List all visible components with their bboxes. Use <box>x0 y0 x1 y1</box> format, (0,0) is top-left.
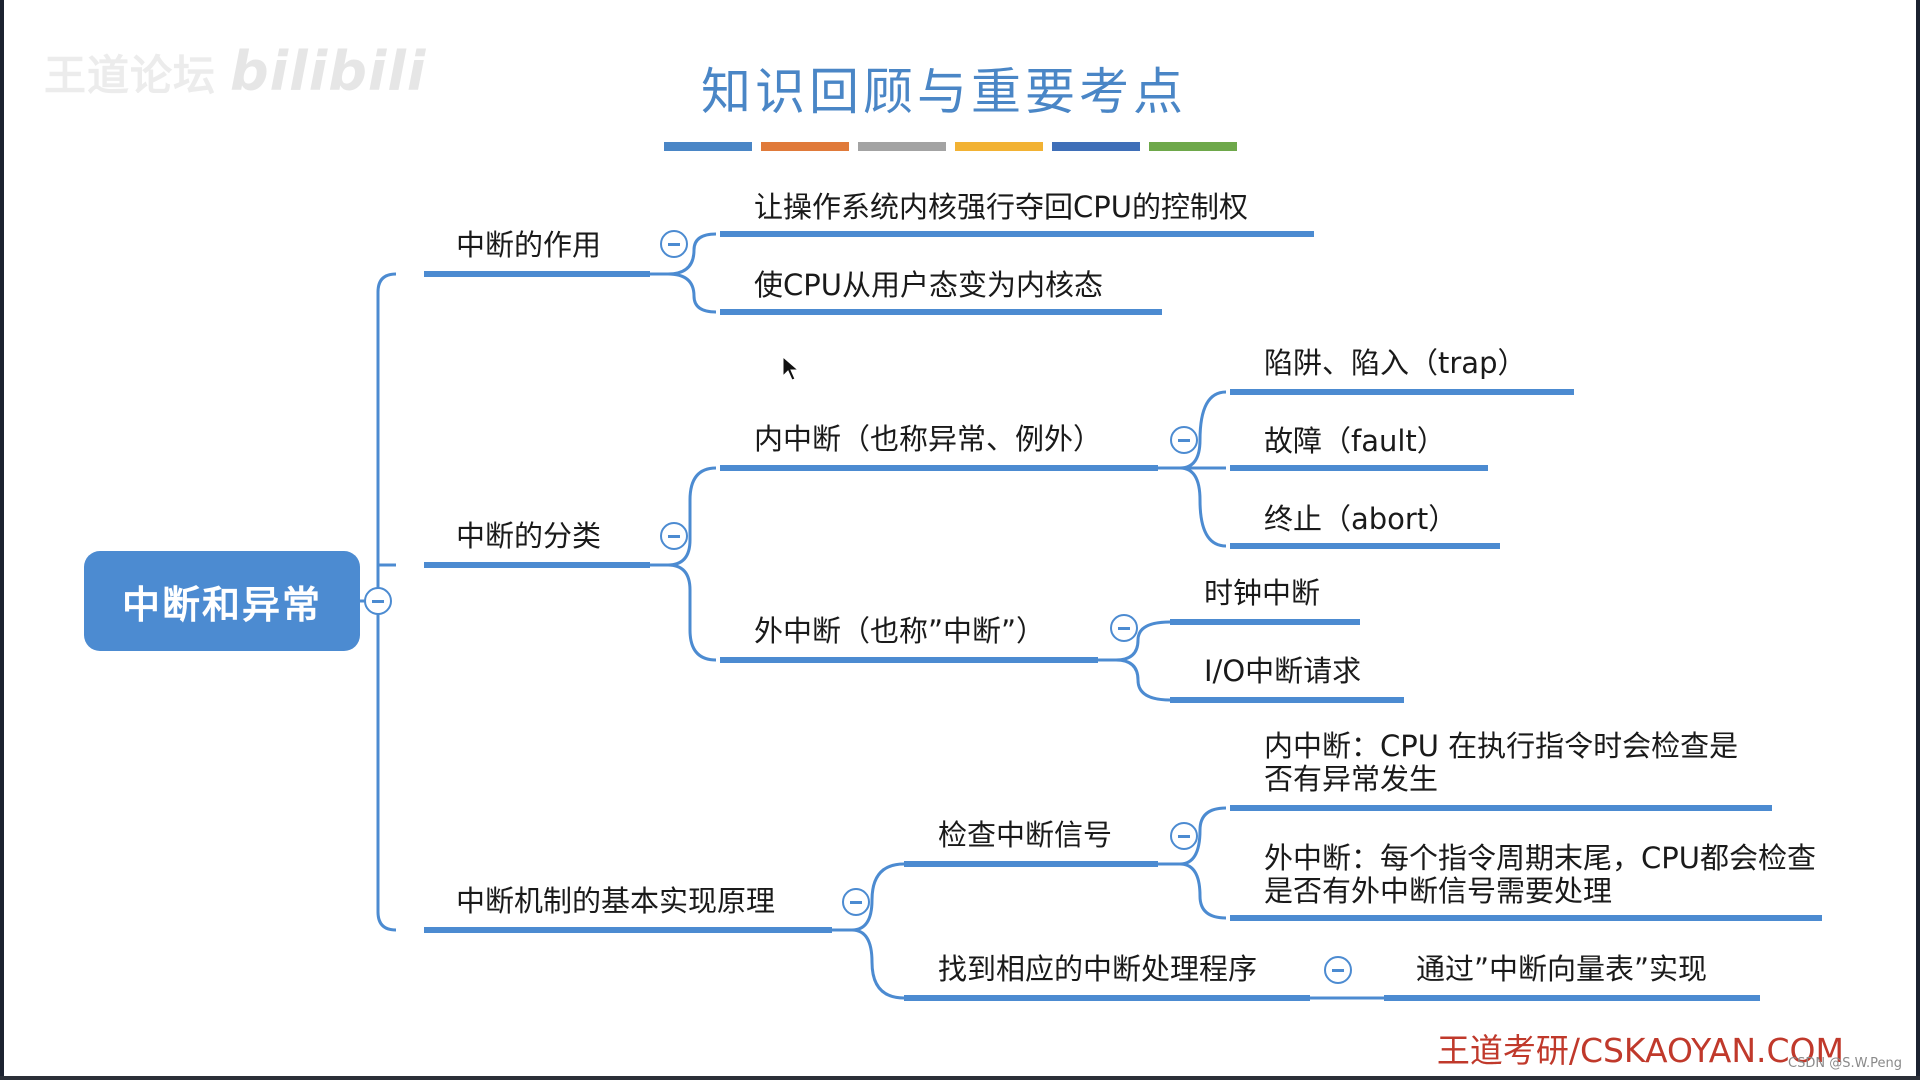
collapse-classification-button[interactable] <box>660 522 688 550</box>
node-check-internal[interactable]: 内中断：CPU 在执行指令时会检查是否有异常发生 <box>1264 729 1739 796</box>
node-trap[interactable]: 陷阱、陷入（trap） <box>1264 346 1527 380</box>
root-node[interactable]: 中断和异常 <box>84 551 360 651</box>
node-func-1[interactable]: 让操作系统内核强行夺回CPU的控制权 <box>754 190 1248 224</box>
node-functions[interactable]: 中断的作用 <box>456 228 602 262</box>
watermark-text: 王道论坛 <box>44 51 217 100</box>
mindmap-connectors <box>360 231 1822 1001</box>
bilibili-logo: bilibili <box>230 40 427 103</box>
color-bar-3 <box>858 142 946 151</box>
color-bar-5 <box>1052 142 1140 151</box>
node-check-external[interactable]: 外中断：每个指令周期末尾，CPU都会检查是否有外中断信号需要处理 <box>1264 841 1816 908</box>
node-clock[interactable]: 时钟中断 <box>1204 576 1321 610</box>
node-internal[interactable]: 内中断（也称异常、例外） <box>754 422 1103 456</box>
node-classification[interactable]: 中断的分类 <box>456 519 602 553</box>
bottom-strip <box>0 1076 1920 1080</box>
color-bar-4 <box>955 142 1043 151</box>
node-handler[interactable]: 找到相应的中断处理程序 <box>938 952 1258 986</box>
mouse-pointer-icon <box>782 356 800 381</box>
root-label: 中断和异常 <box>121 582 322 627</box>
node-func-2[interactable]: 使CPU从用户态变为内核态 <box>754 268 1103 302</box>
slide-title: 知识回顾与重要考点 <box>701 63 1187 121</box>
node-abort[interactable]: 终止（abort） <box>1264 502 1458 536</box>
collapse-external-button[interactable] <box>1110 614 1138 642</box>
collapse-mechanism-button[interactable] <box>842 888 870 916</box>
color-bar-6 <box>1149 142 1237 151</box>
collapse-internal-button[interactable] <box>1170 426 1198 454</box>
node-vector-table[interactable]: 通过”中断向量表”实现 <box>1416 952 1708 986</box>
node-fault[interactable]: 故障（fault） <box>1264 424 1446 458</box>
node-mechanism[interactable]: 中断机制的基本实现原理 <box>456 884 776 918</box>
node-io[interactable]: I/O中断请求 <box>1204 654 1362 688</box>
node-check[interactable]: 检查中断信号 <box>938 818 1113 852</box>
color-bar-2 <box>761 142 849 151</box>
collapse-check-button[interactable] <box>1170 822 1198 850</box>
slide: 王道论坛 bilibili 知识回顾与重要考点 <box>4 0 1916 1076</box>
collapse-handler-button[interactable] <box>1324 956 1352 984</box>
footer-brand: 王道考研/CSKAOYAN.COM <box>1436 1031 1844 1070</box>
credit-text: CSDN @S.W.Peng <box>1788 1056 1902 1071</box>
color-bar-1 <box>664 142 752 151</box>
collapse-functions-button[interactable] <box>660 230 688 258</box>
watermark: 王道论坛 bilibili <box>44 40 426 103</box>
node-external[interactable]: 外中断（也称”中断”） <box>754 614 1046 648</box>
collapse-root-button[interactable] <box>364 587 392 615</box>
